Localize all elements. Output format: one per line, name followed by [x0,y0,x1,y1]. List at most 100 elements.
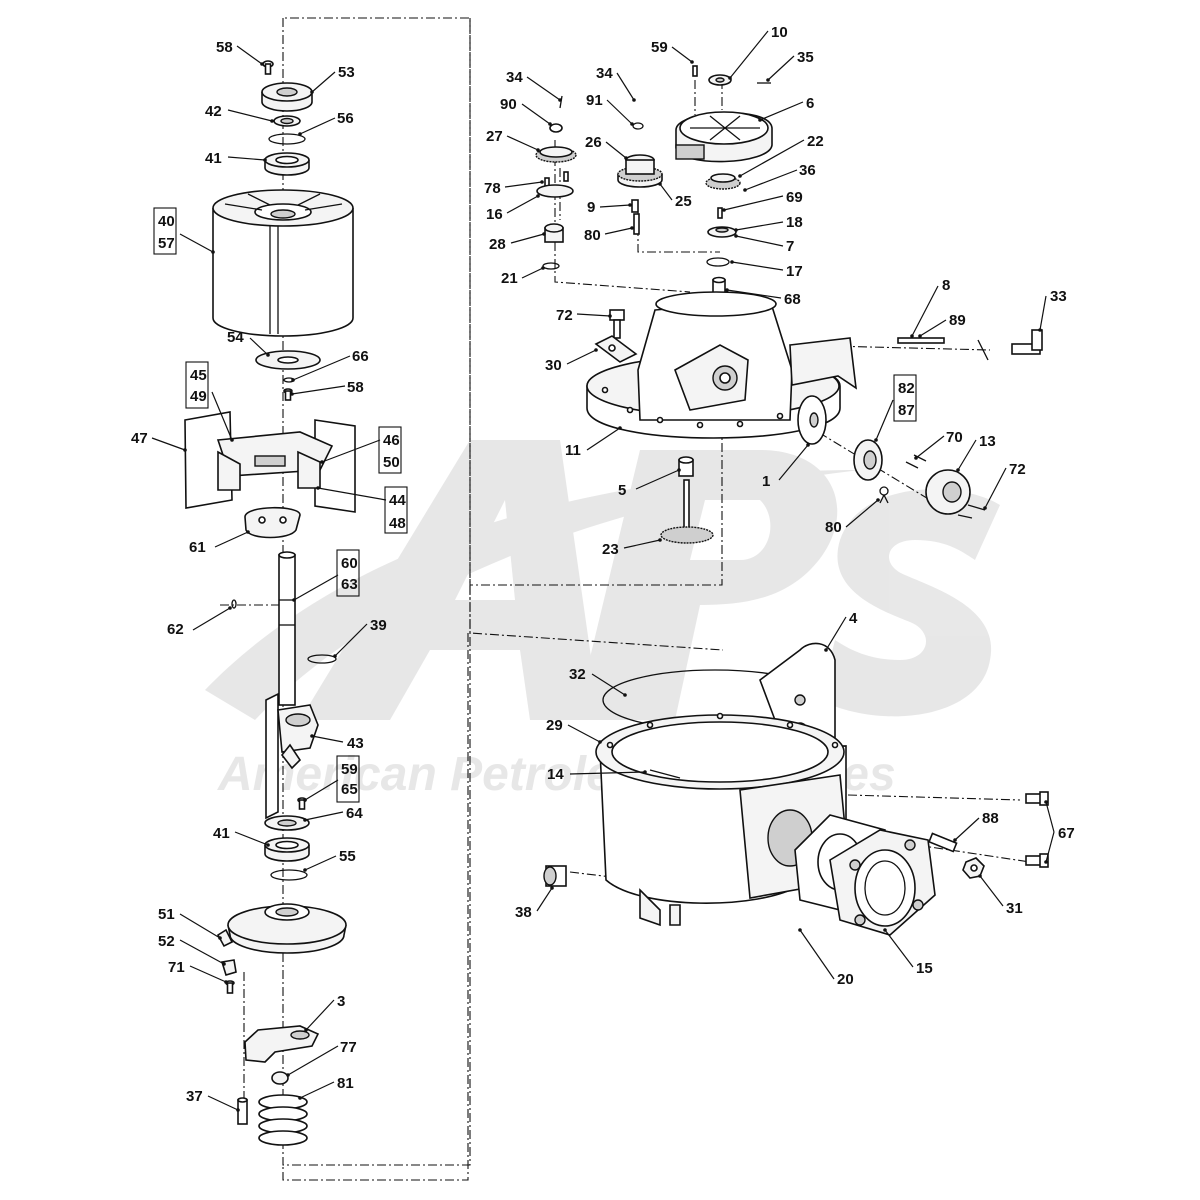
callout-leader-line [744,169,798,191]
callout-leader-tip [983,506,987,510]
gear-train-parts [535,65,1043,544]
callout-leader-tip [316,486,320,490]
left-column-parts [184,60,356,1146]
callout-59: 59 [651,39,668,56]
plate-16 [536,184,574,198]
o-ring-39 [307,654,337,664]
callout-leader-line [635,469,680,490]
callout-8: 8 [942,277,950,294]
dowel-88 [928,832,958,853]
callout-leader-tip [643,770,647,774]
callout-leader-line [189,965,227,983]
callout-leader-tip [798,928,802,932]
callout-leader-line [605,141,627,159]
callout-leader-tip [914,456,918,460]
callout-20: 20 [837,971,854,988]
callout-90: 90 [500,96,517,113]
callout-leader-tip [738,174,742,178]
callout-leader-tip [734,228,738,232]
callout-9: 9 [587,199,595,216]
valve-disc-23 [660,479,714,544]
callout-leader-tip [310,734,314,738]
shaft-60-63 [278,551,296,706]
callout-21: 21 [501,270,518,287]
callout-88: 88 [982,810,999,827]
roller-77 [271,1071,289,1085]
callout-17: 17 [786,263,803,280]
callout-leader-line [192,607,231,631]
callout-58: 58 [347,379,364,396]
cam-plate-61 [244,506,301,539]
callout-leader-line [292,355,351,381]
callout-leader-line [536,887,553,912]
callout-57: 57 [158,235,175,252]
callout-leader-line [845,499,879,528]
callout-31: 31 [1006,900,1023,917]
callout-leader-tip [270,119,274,123]
callout-leader-tip [978,874,982,878]
callout-leader-tip [292,598,296,602]
callout-leader-tip [883,928,887,932]
callout-70: 70 [946,429,963,446]
callout-45: 45 [190,367,207,384]
gear-26 [617,154,663,188]
callout-leader-line [526,76,561,101]
callout-89: 89 [949,312,966,329]
callout-leader-line [735,235,784,247]
callout-leader-line [211,391,233,441]
bearing-plate-64 [264,815,310,831]
callout-80: 80 [825,519,842,536]
pin-80-top [633,213,640,235]
callout-leader-tip [236,1108,240,1112]
callout-leader-tip [623,693,627,697]
callout-64: 64 [346,805,363,822]
callout-72: 72 [1009,461,1026,478]
callout-leader-tip [222,962,226,966]
callout-30: 30 [545,357,562,374]
bearing-41-top [264,152,310,176]
callout-leader-tip [806,443,810,447]
callout-leader-line [591,673,626,696]
callout-60: 60 [341,555,358,572]
callout-leader-line [304,855,337,871]
bearing-cap [227,903,347,954]
screw-59-top [692,65,698,77]
seal-14 [649,769,681,779]
callout-leader-line [179,939,225,965]
callout-leader-tip [303,798,307,802]
callout-23: 23 [602,541,619,558]
callout-36: 36 [799,162,816,179]
callout-leader-line [954,817,980,841]
callout-leader-tip [658,538,662,542]
callout-leader-tip [548,122,552,126]
callout-pair-box [378,426,402,474]
callout-leader-line [287,1045,339,1076]
callout-leader-line [911,285,939,337]
callout-leader-tip [183,448,187,452]
housing-11 [586,291,858,439]
callout-33: 33 [1050,288,1067,305]
callout-leader-line [599,204,631,208]
callout-leader-line [984,467,1007,509]
callout-leader-line [915,435,945,459]
callout-leader-line [723,195,784,211]
bolts-67 [1025,791,1049,868]
callout-leader-tip [722,208,726,212]
callout-29: 29 [546,717,563,734]
callout-leader-tip [230,438,234,442]
callout-leader-line [569,771,646,775]
callout-leader-tip [298,1096,302,1100]
callout-53: 53 [338,64,355,81]
callout-leader-tip [766,78,770,82]
callout-leader-tip [290,392,294,396]
callout-leader-tip [608,314,612,318]
callout-leader-tip [218,936,222,940]
meter-body-parts [543,642,1049,936]
callout-leader-line [311,71,336,93]
bolt-72-top [609,309,625,339]
callout-leader-tip [630,226,634,230]
callout-leader-line [179,233,214,253]
callout-leader-tip [303,818,307,822]
screw-59-65 [297,797,307,810]
callout-41: 41 [205,150,222,167]
